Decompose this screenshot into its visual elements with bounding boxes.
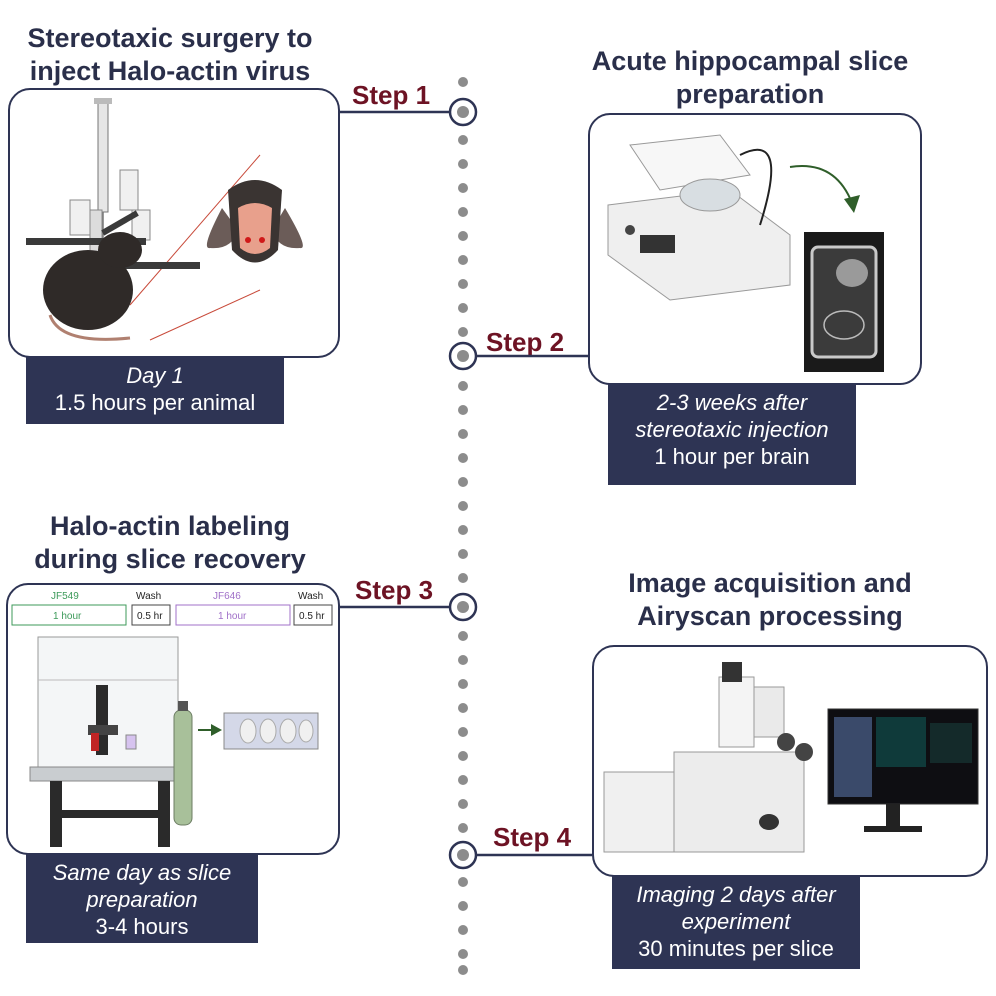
wash1-duration: 0.5 hr bbox=[137, 611, 163, 622]
step4-caption: Imaging 2 days after experiment 30 minut… bbox=[612, 875, 860, 969]
recording-rig-icon bbox=[29, 636, 191, 847]
slice-chamber-photo bbox=[804, 232, 884, 372]
gas-cylinder-icon bbox=[173, 701, 193, 826]
wash2-duration: 0.5 hr bbox=[299, 611, 325, 622]
step2-panel bbox=[588, 113, 922, 385]
arrow-icon bbox=[844, 195, 860, 213]
step1-title: Stereotaxic surgery to inject Halo-actin… bbox=[27, 23, 313, 86]
vibratome-icon bbox=[607, 134, 791, 301]
mouse-icon bbox=[43, 232, 142, 341]
step4-title: Image acquisition and Airyscan processin… bbox=[628, 568, 912, 631]
step3-title: Halo-actin labeling during slice recover… bbox=[34, 511, 306, 574]
step4-node-icon bbox=[448, 840, 478, 870]
step3-panel: JF549 1 hour Wash 0.5 hr JF646 1 hour Wa… bbox=[6, 583, 340, 855]
microscope-icon bbox=[603, 662, 813, 853]
monitor-icon bbox=[827, 708, 979, 832]
step2-node-icon bbox=[448, 341, 478, 371]
step1-node-icon bbox=[448, 97, 478, 127]
step3-node-icon bbox=[448, 592, 478, 622]
step1-caption: Day 1 1.5 hours per animal bbox=[26, 356, 284, 424]
labeling-timeline-and-rig: JF549 1 hour Wash 0.5 hr JF646 1 hour Wa… bbox=[11, 591, 333, 847]
jf646-label: JF646 bbox=[213, 591, 241, 602]
mouse-head-icon bbox=[206, 180, 303, 263]
wash2-label: Wash bbox=[298, 591, 323, 602]
arrow-icon bbox=[211, 724, 222, 736]
step1-label: Step 1 bbox=[352, 80, 431, 110]
step2-caption: 2-3 weeks after stereotaxic injection 1 … bbox=[608, 383, 856, 485]
step2-title: Acute hippocampal slice preparation bbox=[591, 46, 909, 109]
step2-label: Step 2 bbox=[486, 327, 565, 357]
step1-panel bbox=[8, 88, 340, 358]
wash1-label: Wash bbox=[136, 591, 161, 602]
stereotaxic-surgery-illustration bbox=[26, 98, 303, 341]
syringe-icon bbox=[94, 98, 112, 240]
slice-chamber-icon bbox=[223, 712, 319, 750]
jf646-duration: 1 hour bbox=[218, 611, 247, 622]
imaging-illustration bbox=[603, 662, 979, 853]
slice-preparation-illustration bbox=[607, 134, 884, 372]
step4-panel bbox=[592, 645, 988, 877]
step4-label: Step 4 bbox=[493, 822, 572, 852]
step3-label: Step 3 bbox=[355, 575, 434, 605]
timeline-dots bbox=[458, 77, 468, 975]
step3-caption: Same day as slice preparation 3-4 hours bbox=[26, 853, 258, 943]
jf549-duration: 1 hour bbox=[53, 611, 82, 622]
jf549-label: JF549 bbox=[51, 591, 79, 602]
